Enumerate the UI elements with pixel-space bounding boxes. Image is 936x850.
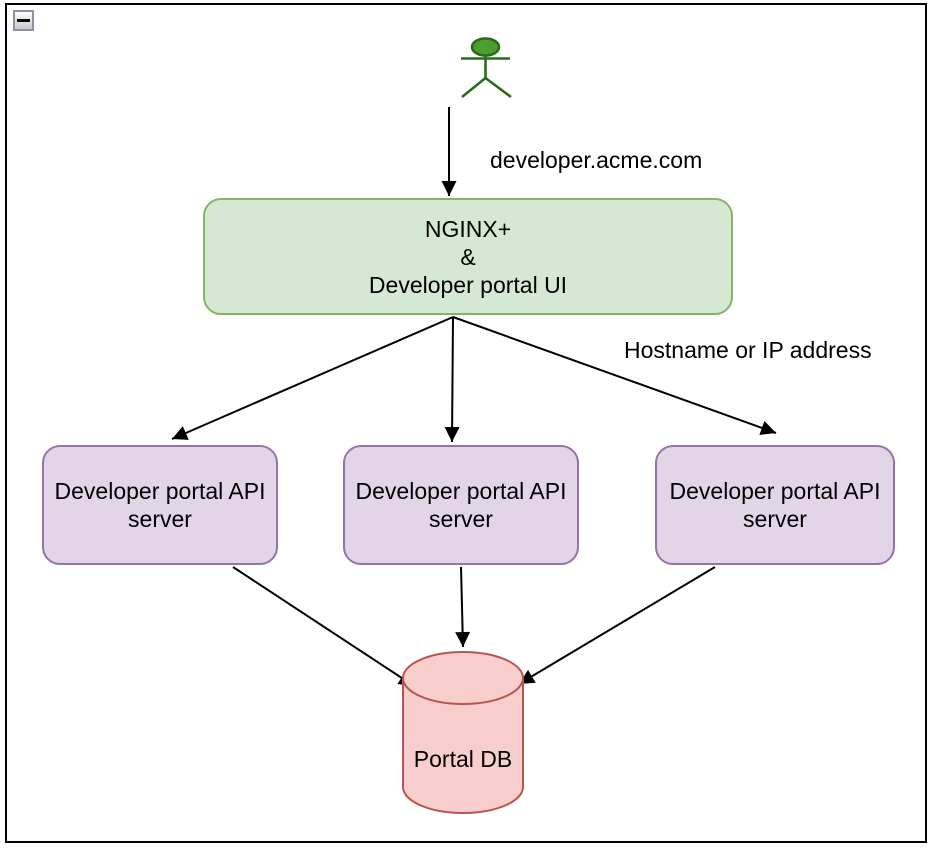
actor-leg-left (461, 76, 487, 99)
edge-label-developer-acme-com: developer.acme.com (490, 147, 703, 173)
gateway-label-line3: Developer portal UI (368, 271, 568, 298)
stick-figure-user-icon (461, 37, 512, 99)
node-portal-db-shape[interactable] (402, 651, 524, 814)
edge-label-hostname-or-ip: Hostname or IP address (624, 337, 872, 363)
api-server-label-line1: Developer portal API (669, 478, 881, 504)
minus-icon (17, 19, 30, 22)
actor-leg-right (484, 76, 512, 99)
database-cylinder-body (402, 651, 524, 814)
collapse-button[interactable] (13, 10, 34, 31)
edge-api3-to-db (518, 566, 716, 685)
api-server-label-line2: server (429, 506, 493, 532)
actor-head (470, 37, 501, 57)
edge-gateway-to-api1 (171, 316, 454, 440)
node-nginx-developer-portal-ui[interactable]: NGINX+ & Developer portal UI (203, 198, 733, 315)
edge-gateway-to-api3 (452, 316, 777, 435)
node-api-server-1[interactable]: Developer portal API server (42, 445, 278, 565)
database-label: Portal DB (413, 746, 513, 772)
database-cylinder-top-rim (402, 677, 524, 705)
api-server-label-line2: server (743, 506, 807, 532)
gateway-label-line1: NGINX+ (424, 215, 512, 242)
api-server-label-line1: Developer portal API (355, 478, 567, 504)
api-server-label-line2: server (128, 506, 192, 532)
connectors (171, 107, 777, 687)
node-api-server-2[interactable]: Developer portal API server (343, 445, 579, 565)
edge-api2-to-db (455, 566, 471, 648)
edge-api1-to-db (232, 566, 415, 687)
node-api-server-3[interactable]: Developer portal API server (655, 445, 895, 565)
api-server-label-line1: Developer portal API (54, 478, 266, 504)
gateway-label-line2: & (460, 243, 476, 270)
edge-gateway-to-api2 (444, 316, 460, 443)
